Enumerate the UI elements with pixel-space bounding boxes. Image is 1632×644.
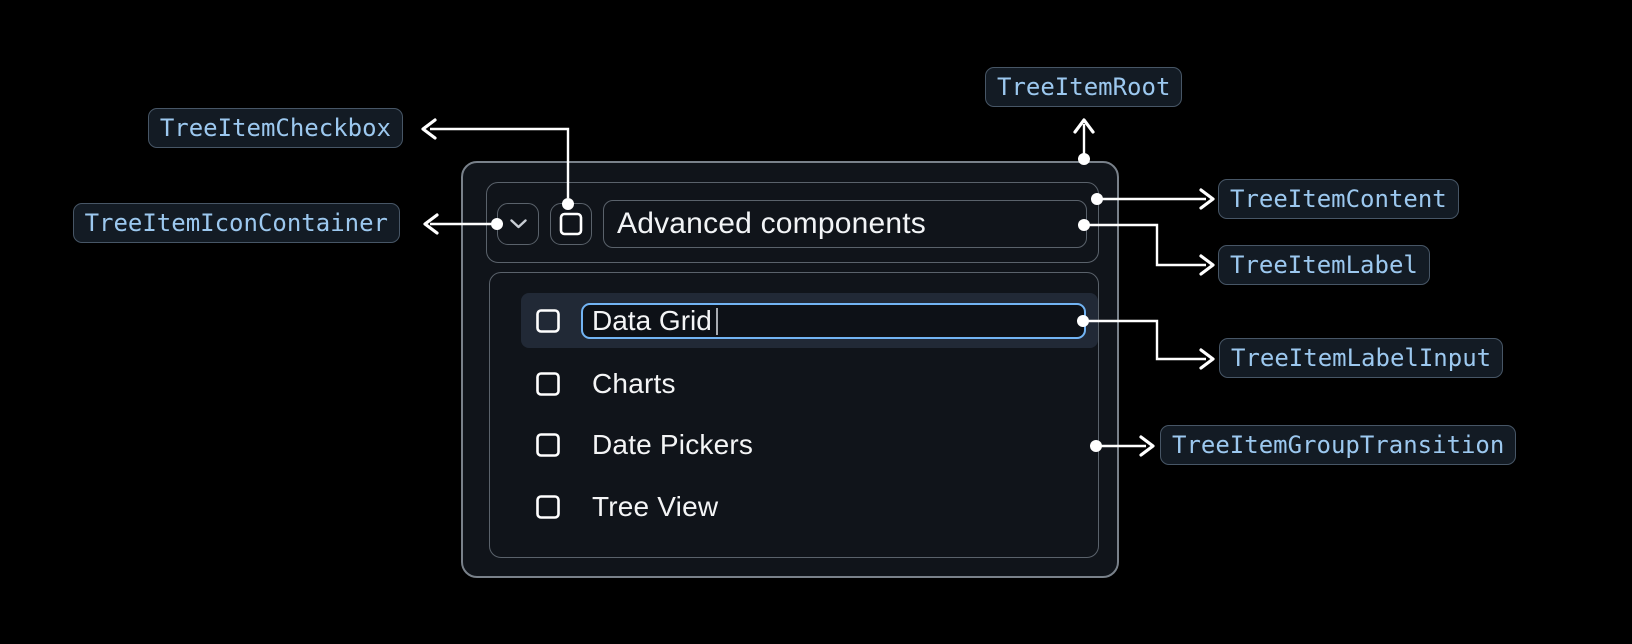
badge-tree-item-label: TreeItemLabel: [1218, 245, 1430, 285]
arrowhead-right-icon: [1199, 348, 1215, 370]
tree-item-content[interactable]: Advanced components: [486, 182, 1099, 263]
badge-tree-item-root: TreeItemRoot: [985, 67, 1183, 107]
label-input-value: Data Grid: [592, 305, 712, 336]
tree-item-label-input[interactable]: Data Grid: [581, 303, 1086, 339]
tree-item-checkbox[interactable]: [536, 433, 560, 457]
arrowhead-right-icon: [1139, 435, 1155, 457]
tree-row-tree-view[interactable]: Tree View: [521, 483, 1098, 531]
tree-item-label: Advanced components: [603, 200, 1087, 248]
tree-item-group-transition: Data Grid Charts Date Picker: [489, 272, 1099, 558]
tree-item-label: Date Pickers: [592, 429, 754, 460]
tree-item-icon-container[interactable]: [497, 203, 539, 245]
badge-tree-item-checkbox: TreeItemCheckbox: [147, 108, 403, 148]
checkbox-unchecked-icon: [536, 433, 560, 457]
tree-row-data-grid[interactable]: Data Grid: [521, 293, 1098, 348]
tree-item-label: Tree View: [592, 491, 719, 522]
arrowhead-up-icon: [1073, 118, 1095, 134]
checkbox-unchecked-icon: [536, 372, 560, 396]
tree-item-label-text: Advanced components: [617, 207, 927, 240]
tree-item-checkbox[interactable]: [536, 308, 560, 333]
arrowhead-left-icon: [423, 213, 439, 235]
arrowhead-right-icon: [1199, 254, 1215, 276]
text-caret: [715, 307, 718, 335]
tree-item-label: Charts: [592, 368, 676, 399]
checkbox-unchecked-icon: [536, 495, 560, 519]
tree-item-root: Advanced components Data Grid: [461, 161, 1119, 578]
checkbox-unchecked-icon: [536, 308, 560, 333]
arrowhead-left-icon: [421, 118, 437, 140]
connector-tree-item-root: [1073, 118, 1095, 165]
chevron-down-icon: [509, 219, 527, 229]
badge-tree-item-label-input: TreeItemLabelInput: [1219, 338, 1504, 378]
tree-item-checkbox[interactable]: [536, 495, 560, 519]
badge-tree-item-content: TreeItemContent: [1218, 179, 1459, 219]
tree-row-date-pickers[interactable]: Date Pickers: [521, 421, 1098, 469]
tree-item-checkbox[interactable]: [550, 203, 592, 245]
tree-item-checkbox[interactable]: [536, 372, 560, 396]
checkbox-unchecked-icon: [559, 212, 583, 236]
badge-tree-item-group-transition: TreeItemGroupTransition: [1160, 425, 1517, 465]
badge-tree-item-icon-container: TreeItemIconContainer: [72, 203, 400, 243]
tree-row-charts[interactable]: Charts: [521, 360, 1098, 408]
arrowhead-right-icon: [1199, 188, 1215, 210]
